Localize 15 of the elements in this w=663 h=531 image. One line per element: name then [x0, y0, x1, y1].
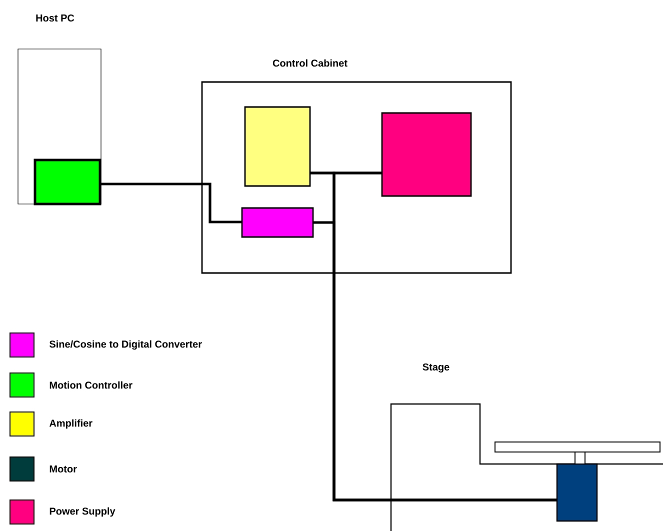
legend-label: Sine/Cosine to Digital Converter	[49, 340, 202, 350]
component-box	[241, 207, 314, 238]
legend-label: Amplifier	[49, 419, 92, 429]
legend-label: Motor	[50, 466, 77, 472]
heading: Control Cabinet	[272, 59, 348, 67]
cable-line	[100, 182, 242, 224]
heading: Host PC	[36, 14, 74, 22]
component-box	[244, 106, 311, 187]
stage-drawing	[390, 363, 663, 531]
legend-label: Motion Controller	[50, 381, 132, 389]
component-box	[34, 158, 102, 206]
component-box	[556, 463, 598, 522]
component-box	[381, 112, 472, 197]
legend-label: Power Supply	[50, 507, 116, 517]
heading: Stage	[422, 363, 450, 373]
